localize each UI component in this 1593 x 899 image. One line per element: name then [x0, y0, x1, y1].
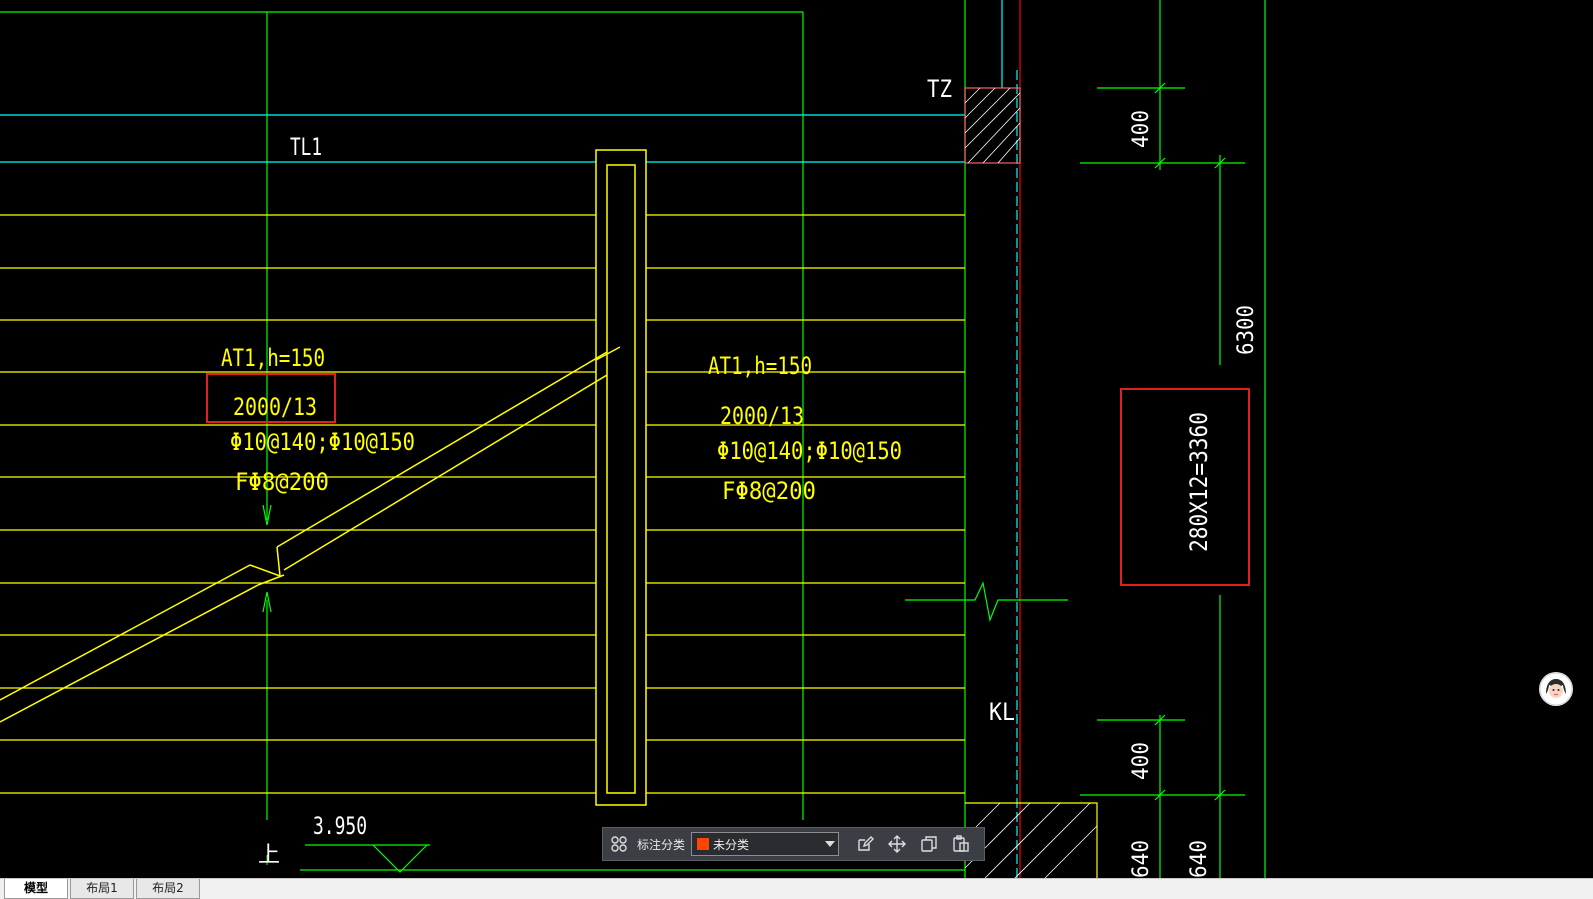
grid-icon[interactable] — [608, 833, 630, 855]
dim-400-top: 400 — [1129, 110, 1154, 148]
paste-icon[interactable] — [950, 833, 972, 855]
dim-640-b: 640 — [1187, 840, 1212, 878]
right-flight-rebar-main: Φ10@140;Φ10@150 — [717, 437, 902, 465]
cad-drawing-canvas[interactable]: TL1 TZ KL AT1,h=150 2000/13 Φ10@140;Φ10@… — [0, 0, 1593, 878]
label-tz: TZ — [927, 75, 952, 103]
beam-lines — [0, 0, 1003, 163]
dim-6300: 6300 — [1234, 305, 1259, 355]
tab-model[interactable]: 模型 — [4, 879, 68, 899]
tab-layout2[interactable]: 布局2 — [136, 879, 200, 899]
category-label: 标注分类 — [637, 837, 686, 852]
left-flight-rebar-dist: FΦ8@200 — [235, 468, 329, 496]
break-symbol — [905, 581, 1068, 623]
level-mark-symbol — [305, 844, 430, 873]
left-flight-name: AT1,h=150 — [221, 344, 325, 372]
left-flight-rebar-main: Φ10@140;Φ10@150 — [230, 428, 415, 456]
category-value: 未分类 — [713, 837, 750, 852]
direction-arrows — [262, 504, 272, 613]
dim-640-a: 640 — [1129, 840, 1154, 878]
move-icon[interactable] — [886, 833, 908, 855]
category-color-swatch — [697, 838, 710, 850]
copy-icon[interactable] — [918, 833, 940, 855]
stair-well — [595, 149, 647, 806]
up-mark-text: 上 — [258, 843, 280, 868]
tab-layout1[interactable]: 布局1 — [70, 879, 134, 899]
assistant-avatar[interactable] — [1539, 672, 1573, 706]
section-break-line — [0, 346, 621, 723]
label-kl: KL — [989, 698, 1015, 726]
level-mark-text: 3.950 — [313, 812, 367, 840]
stair-step-lines — [0, 214, 965, 794]
layout-tab-bar: 模型 布局1 布局2 — [0, 878, 1593, 899]
chevron-down-icon — [822, 841, 838, 847]
right-flight-name: AT1,h=150 — [708, 352, 812, 380]
right-flight-steps: 2000/13 — [720, 402, 804, 430]
label-tl1: TL1 — [290, 133, 322, 161]
category-select[interactable]: 未分类 — [691, 832, 840, 856]
highlight-boxes — [206, 373, 1250, 586]
left-flight-steps: 2000/13 — [233, 393, 317, 421]
dim-400-bottom: 400 — [1129, 742, 1154, 780]
dimension-lines — [1080, 80, 1245, 878]
right-flight-rebar-dist: FΦ8@200 — [722, 477, 816, 505]
annotation-toolbar: 标注分类 未分类 — [602, 827, 985, 861]
column-tz-hatch — [964, 87, 1021, 164]
edit-icon[interactable] — [854, 833, 876, 855]
dim-step-total: 280X12=3360 — [1185, 412, 1213, 552]
